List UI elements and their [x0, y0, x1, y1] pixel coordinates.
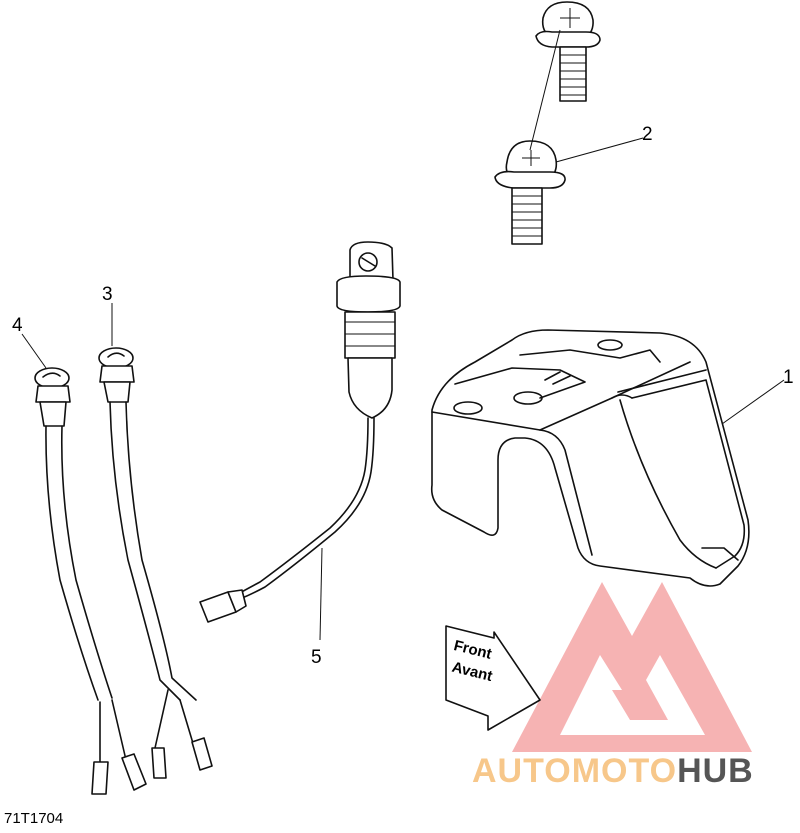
screw-upper: [535, 1, 601, 102]
callout-4: 4: [12, 315, 23, 336]
callout-1: 1: [783, 367, 794, 388]
callout-3: 3: [102, 284, 113, 305]
callout-2: 2: [642, 124, 653, 145]
part-5-sensor: [199, 241, 401, 641]
front-arrow-icon: [445, 625, 541, 731]
part-2-screws: [494, 1, 644, 245]
callout-5: 5: [311, 647, 322, 668]
watermark-text-automoto: AUTOMOTO: [472, 752, 677, 790]
screw-lower: [494, 140, 566, 245]
diagram-part-code: 71T1704: [4, 810, 63, 827]
svg-text:AUTOMOTOHUB: AUTOMOTOHUB: [472, 752, 754, 790]
part-1-housing: [430, 329, 785, 587]
front-direction-arrow: Front Avant: [445, 625, 541, 731]
part-3-sensor-leads: [98, 303, 213, 779]
watermark-triangle-icon: [512, 582, 752, 752]
watermark-text-hub: HUB: [677, 752, 754, 790]
part-4-sensor-leads: [21, 333, 147, 795]
watermark-logo: AUTOMOTOHUB: [472, 582, 754, 790]
